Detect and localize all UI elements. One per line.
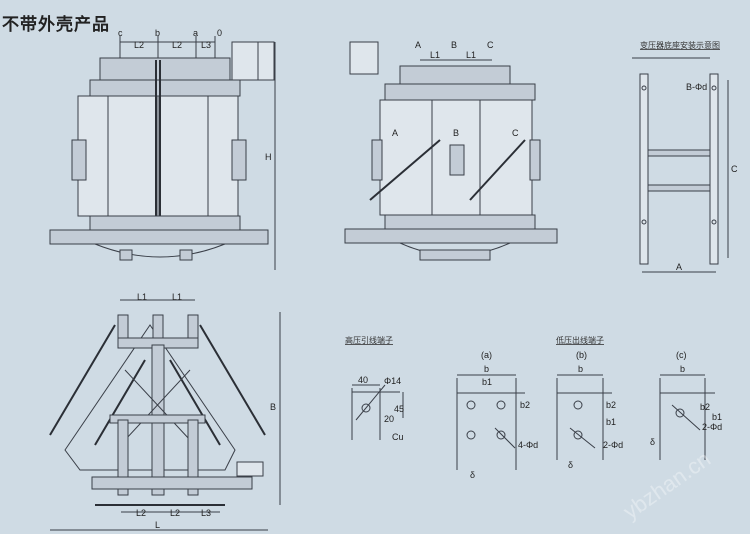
front-dim-l3: L3 (201, 40, 211, 50)
hv-note: Cu (392, 432, 404, 442)
top-dim-b: B (270, 402, 276, 412)
lv-b-label: (b) (576, 350, 587, 360)
lv-c-b2: b2 (700, 402, 710, 412)
base-hole-label: B-Φd (686, 82, 707, 92)
top-dim-l1a: L1 (137, 292, 147, 302)
top-dim-l1b: L1 (172, 292, 182, 302)
base-width-label: A (676, 262, 682, 272)
lv-terminal-details: 低压出线端子 (a) b b1 b2 4-Φd δ (b) b b2 b (456, 335, 722, 480)
side-dim-l1b: L1 (466, 50, 476, 60)
lv-terminal-c: (c) b b2 b1 2-Φd δ (650, 350, 722, 460)
base-length-label: C (731, 164, 738, 174)
lv-a-holes: 4-Φd (518, 440, 538, 450)
front-phase-b: b (155, 28, 160, 38)
side-coil-c: C (512, 128, 519, 138)
base-caption: 变压器底座安装示意图 (640, 40, 720, 50)
side-phase-a: A (415, 40, 421, 50)
hv-width: 40 (358, 375, 368, 385)
hv-hole: Φ14 (384, 376, 401, 386)
side-view: A B C L1 L1 A B C (344, 40, 558, 261)
lv-c-b: b (680, 364, 685, 374)
base-install-view: 变压器底座安装示意图 B-Φd C A (632, 40, 738, 273)
hv-terminal-detail: 高压引线端子 40 Φ14 45 20 Cu (345, 335, 404, 442)
side-phase-c: C (487, 40, 494, 50)
lv-c-note: δ (650, 437, 655, 447)
front-dim-l2b: L2 (172, 40, 182, 50)
lv-a-label: (a) (481, 350, 492, 360)
lv-a-b2: b2 (520, 400, 530, 410)
lv-terminal-a: (a) b b1 b2 4-Φd δ (456, 350, 538, 480)
side-phase-b: B (451, 40, 457, 50)
front-phase-0: 0 (217, 28, 222, 38)
side-dim-l1a: L1 (430, 50, 440, 60)
top-dim-l2b: L2 (170, 508, 180, 518)
lv-caption: 低压出线端子 (556, 335, 604, 345)
hv-height: 45 (394, 404, 404, 414)
lv-c-b1: b1 (712, 412, 722, 422)
lv-a-b: b (484, 364, 489, 374)
top-view: L1 L1 L2 L2 L3 L B (49, 292, 281, 531)
lv-a-b1: b1 (482, 377, 492, 387)
front-dim-h: H (265, 152, 272, 162)
lv-b-note: δ (568, 460, 573, 470)
top-dim-l3: L3 (201, 508, 211, 518)
top-dim-l2a: L2 (136, 508, 146, 518)
side-coil-b: B (453, 128, 459, 138)
hv-caption: 高压引线端子 (345, 335, 393, 345)
front-phase-c: c (118, 28, 123, 38)
front-view: c b a 0 L2 L2 L3 H (49, 28, 276, 270)
sheet-title: 不带外壳产品 (2, 15, 110, 35)
lv-b-b2: b2 (606, 400, 616, 410)
top-dim-l: L (155, 520, 160, 530)
lv-b-holes: 2-Φd (603, 440, 623, 450)
side-coil-a: A (392, 128, 398, 138)
lv-c-label: (c) (676, 350, 687, 360)
lv-a-note: δ (470, 470, 475, 480)
front-phase-a: a (193, 28, 198, 38)
hv-offset: 20 (384, 414, 394, 424)
lv-b-b1: b1 (606, 417, 616, 427)
watermark: ybzhan.cn (619, 446, 715, 524)
front-dim-l2a: L2 (134, 40, 144, 50)
lv-b-b: b (578, 364, 583, 374)
lv-terminal-b: (b) b b2 b1 2-Φd δ (556, 350, 623, 470)
lv-c-holes: 2-Φd (702, 422, 722, 432)
